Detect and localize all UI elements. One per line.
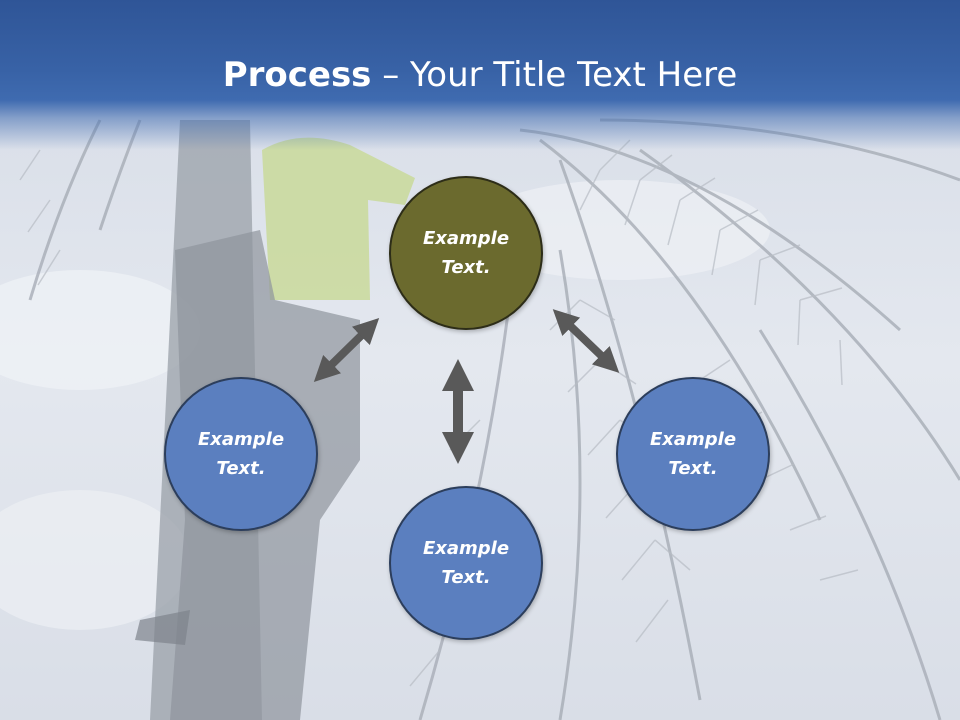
node-right-label: Example Text. [649,429,737,479]
slide-title-rest: – Your Title Text Here [371,55,738,95]
slide-title-bold: Process [222,55,372,95]
node-top-label: Example Text. [422,228,510,278]
node-top: Example Text. [389,176,543,330]
double-arrow-icon [313,318,380,382]
slide-title: Process – Your Title Text Here [0,50,960,100]
node-bottom: Example Text. [389,486,543,640]
double-arrow-icon [552,309,620,373]
title-bar [0,0,960,150]
node-bottom-label: Example Text. [422,538,510,588]
node-left: Example Text. [164,377,318,531]
node-right: Example Text. [616,377,770,531]
node-left-label: Example Text. [197,429,285,479]
